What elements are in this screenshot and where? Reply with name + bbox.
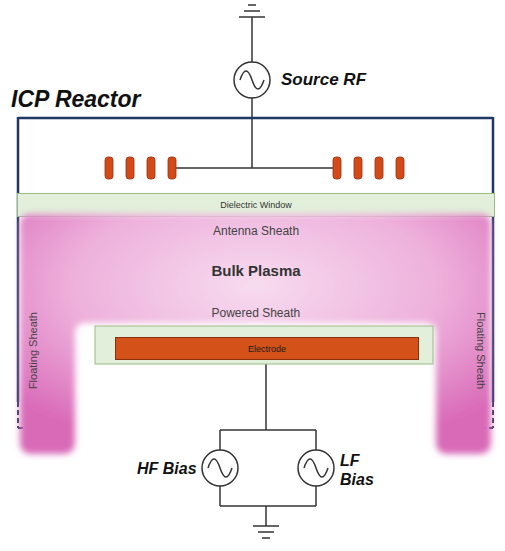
antenna-coil xyxy=(333,157,341,179)
wire xyxy=(220,505,316,507)
wire xyxy=(176,167,333,169)
ground-symbol xyxy=(253,525,279,527)
antenna-coil xyxy=(105,157,113,179)
ground-symbol xyxy=(248,4,256,6)
dielectric-window: Dielectric Window xyxy=(17,193,495,217)
node-text: Bulk Plasma xyxy=(211,262,300,279)
wire xyxy=(219,486,221,506)
electrode-holder xyxy=(95,326,433,364)
chamber-wall-dashed xyxy=(17,402,19,428)
chamber-wall xyxy=(492,117,495,402)
wire xyxy=(251,17,253,62)
ground-symbol xyxy=(244,10,260,12)
ground-symbol xyxy=(262,537,270,539)
diagram-title: ICP Reactor xyxy=(11,86,141,113)
wire xyxy=(265,506,267,526)
sine-symbol xyxy=(208,459,232,477)
rf-source-symbol xyxy=(234,62,270,98)
antenna-coil xyxy=(396,157,404,179)
lf-source-symbol xyxy=(298,450,334,486)
antenna-coil xyxy=(375,157,383,179)
plasma-region: Bulk Plasma xyxy=(20,214,491,454)
antenna-coil xyxy=(168,157,176,179)
sine-symbol xyxy=(240,71,264,89)
node-text: Electrode xyxy=(248,344,286,354)
antenna-coil xyxy=(126,157,134,179)
source-label: HF Bias xyxy=(137,459,197,478)
chamber-wall xyxy=(18,117,493,120)
wire xyxy=(251,98,253,168)
source-label: LF Bias xyxy=(340,451,382,489)
plasma-glow xyxy=(20,214,491,454)
source-label: Source RF xyxy=(281,70,366,90)
sheath-label: Floating Sheath xyxy=(473,312,486,389)
antenna-coil xyxy=(354,157,362,179)
sheath-label: Antenna Sheath xyxy=(213,224,299,238)
chamber-wall-dashed xyxy=(492,402,494,428)
wire xyxy=(220,429,316,431)
plasma-shape xyxy=(20,214,491,454)
wire xyxy=(265,364,267,430)
ground-symbol xyxy=(258,531,274,533)
antenna-coil xyxy=(147,157,155,179)
wire xyxy=(315,486,317,506)
wire xyxy=(315,430,317,450)
sheath-label: Floating Sheath xyxy=(26,312,39,389)
node-text: Dielectric Window xyxy=(220,200,292,210)
sine-symbol xyxy=(304,459,328,477)
wire xyxy=(219,430,221,450)
hf-source-symbol xyxy=(202,450,238,486)
chamber-wall xyxy=(17,117,20,402)
sheath-label: Powered Sheath xyxy=(212,306,301,320)
electrode: Electrode xyxy=(115,337,419,360)
